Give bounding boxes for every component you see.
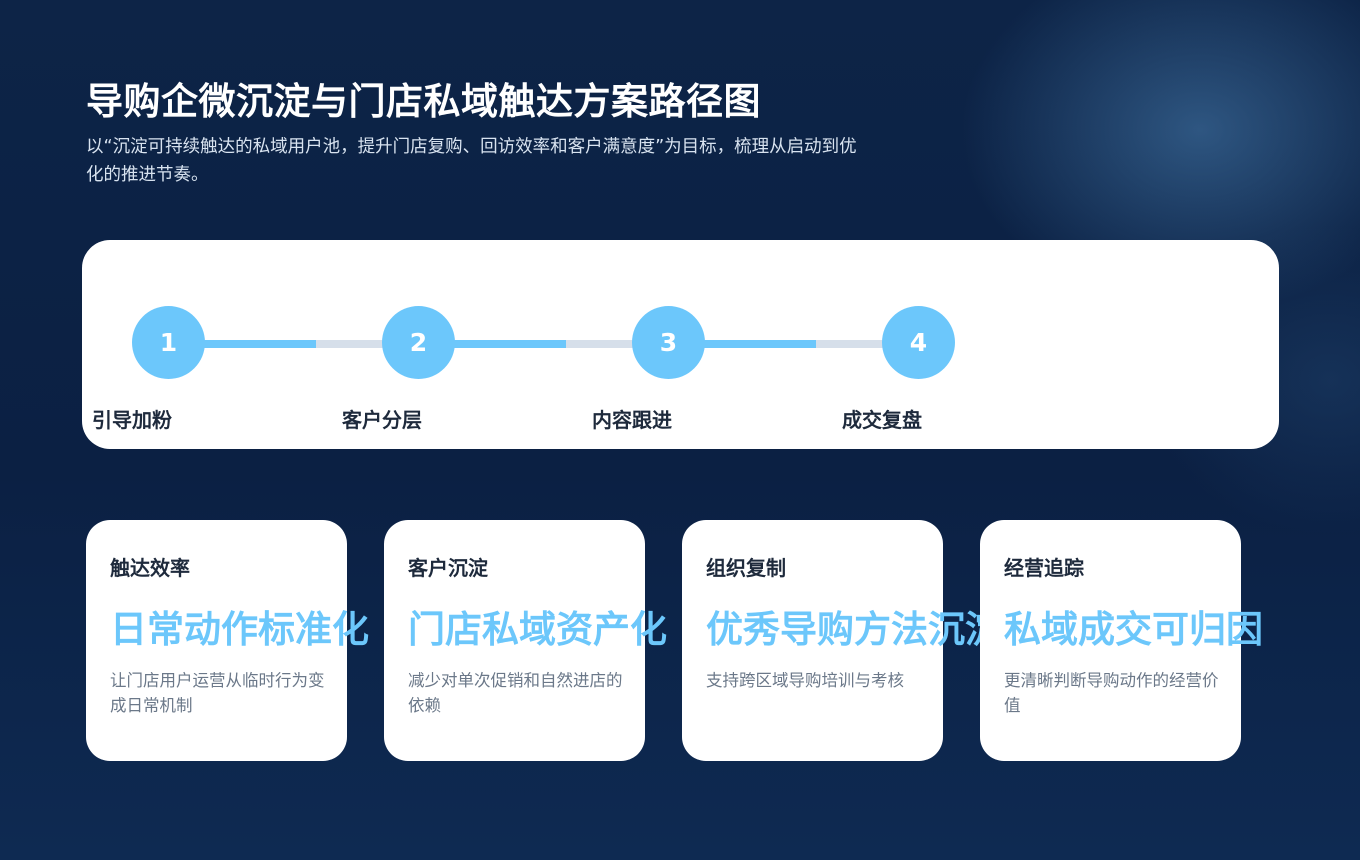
connector-1-2-track <box>316 340 386 348</box>
connector-2-3-progress <box>450 340 566 348</box>
card-title: 组织复制 <box>706 556 786 580</box>
step-4-circle: 4 <box>882 306 955 379</box>
card-title: 经营追踪 <box>1004 556 1084 580</box>
page-title: 导购企微沉淀与门店私域触达方案路径图 <box>86 80 761 123</box>
step-3-label: 内容跟进 <box>592 408 672 432</box>
card-highlight: 门店私域资产化 <box>408 608 667 651</box>
step-1-circle: 1 <box>132 306 205 379</box>
connector-3-4-track <box>816 340 886 348</box>
card-description: 更清晰判断导购动作的经营价值 <box>1004 671 1219 715</box>
step-4-label: 成交复盘 <box>842 408 922 432</box>
goal-card-reach-efficiency: 触达效率 日常动作标准化 让门店用户运营从临时行为变成日常机制 <box>86 520 369 761</box>
connector-2-3-track <box>566 340 636 348</box>
card-description: 减少对单次促销和自然进店的依赖 <box>408 671 623 715</box>
goal-card-operations-tracking: 经营追踪 私域成交可归因 更清晰判断导购动作的经营价值 <box>980 520 1263 761</box>
process-stepper: 1 2 3 4 引导加粉 客户分层 内容跟进 成交复盘 <box>82 240 1279 449</box>
card-description: 支持跨区域导购培训与考核 <box>706 671 904 690</box>
card-title: 客户沉淀 <box>408 556 488 580</box>
card-description: 让门店用户运营从临时行为变成日常机制 <box>110 671 325 715</box>
step-3-circle: 3 <box>632 306 705 379</box>
page-subtitle: 以“沉淀可持续触达的私域用户池，提升门店复购、回访效率和客户满意度”为目标，梳理… <box>86 137 857 185</box>
step-2-circle: 2 <box>382 306 455 379</box>
card-highlight: 日常动作标准化 <box>110 608 369 651</box>
connector-3-4-progress <box>700 340 816 348</box>
card-highlight: 私域成交可归因 <box>1004 608 1263 651</box>
goal-card-customer-retention: 客户沉淀 门店私域资产化 减少对单次促销和自然进店的依赖 <box>384 520 667 761</box>
step-2-label: 客户分层 <box>342 408 422 432</box>
step-1-label: 引导加粉 <box>92 408 172 432</box>
card-title: 触达效率 <box>110 556 190 580</box>
connector-1-2-progress <box>200 340 316 348</box>
card-highlight: 优秀导购方法沉淀 <box>706 608 996 651</box>
goal-card-org-replication: 组织复制 优秀导购方法沉淀 支持跨区域导购培训与考核 <box>682 520 996 761</box>
